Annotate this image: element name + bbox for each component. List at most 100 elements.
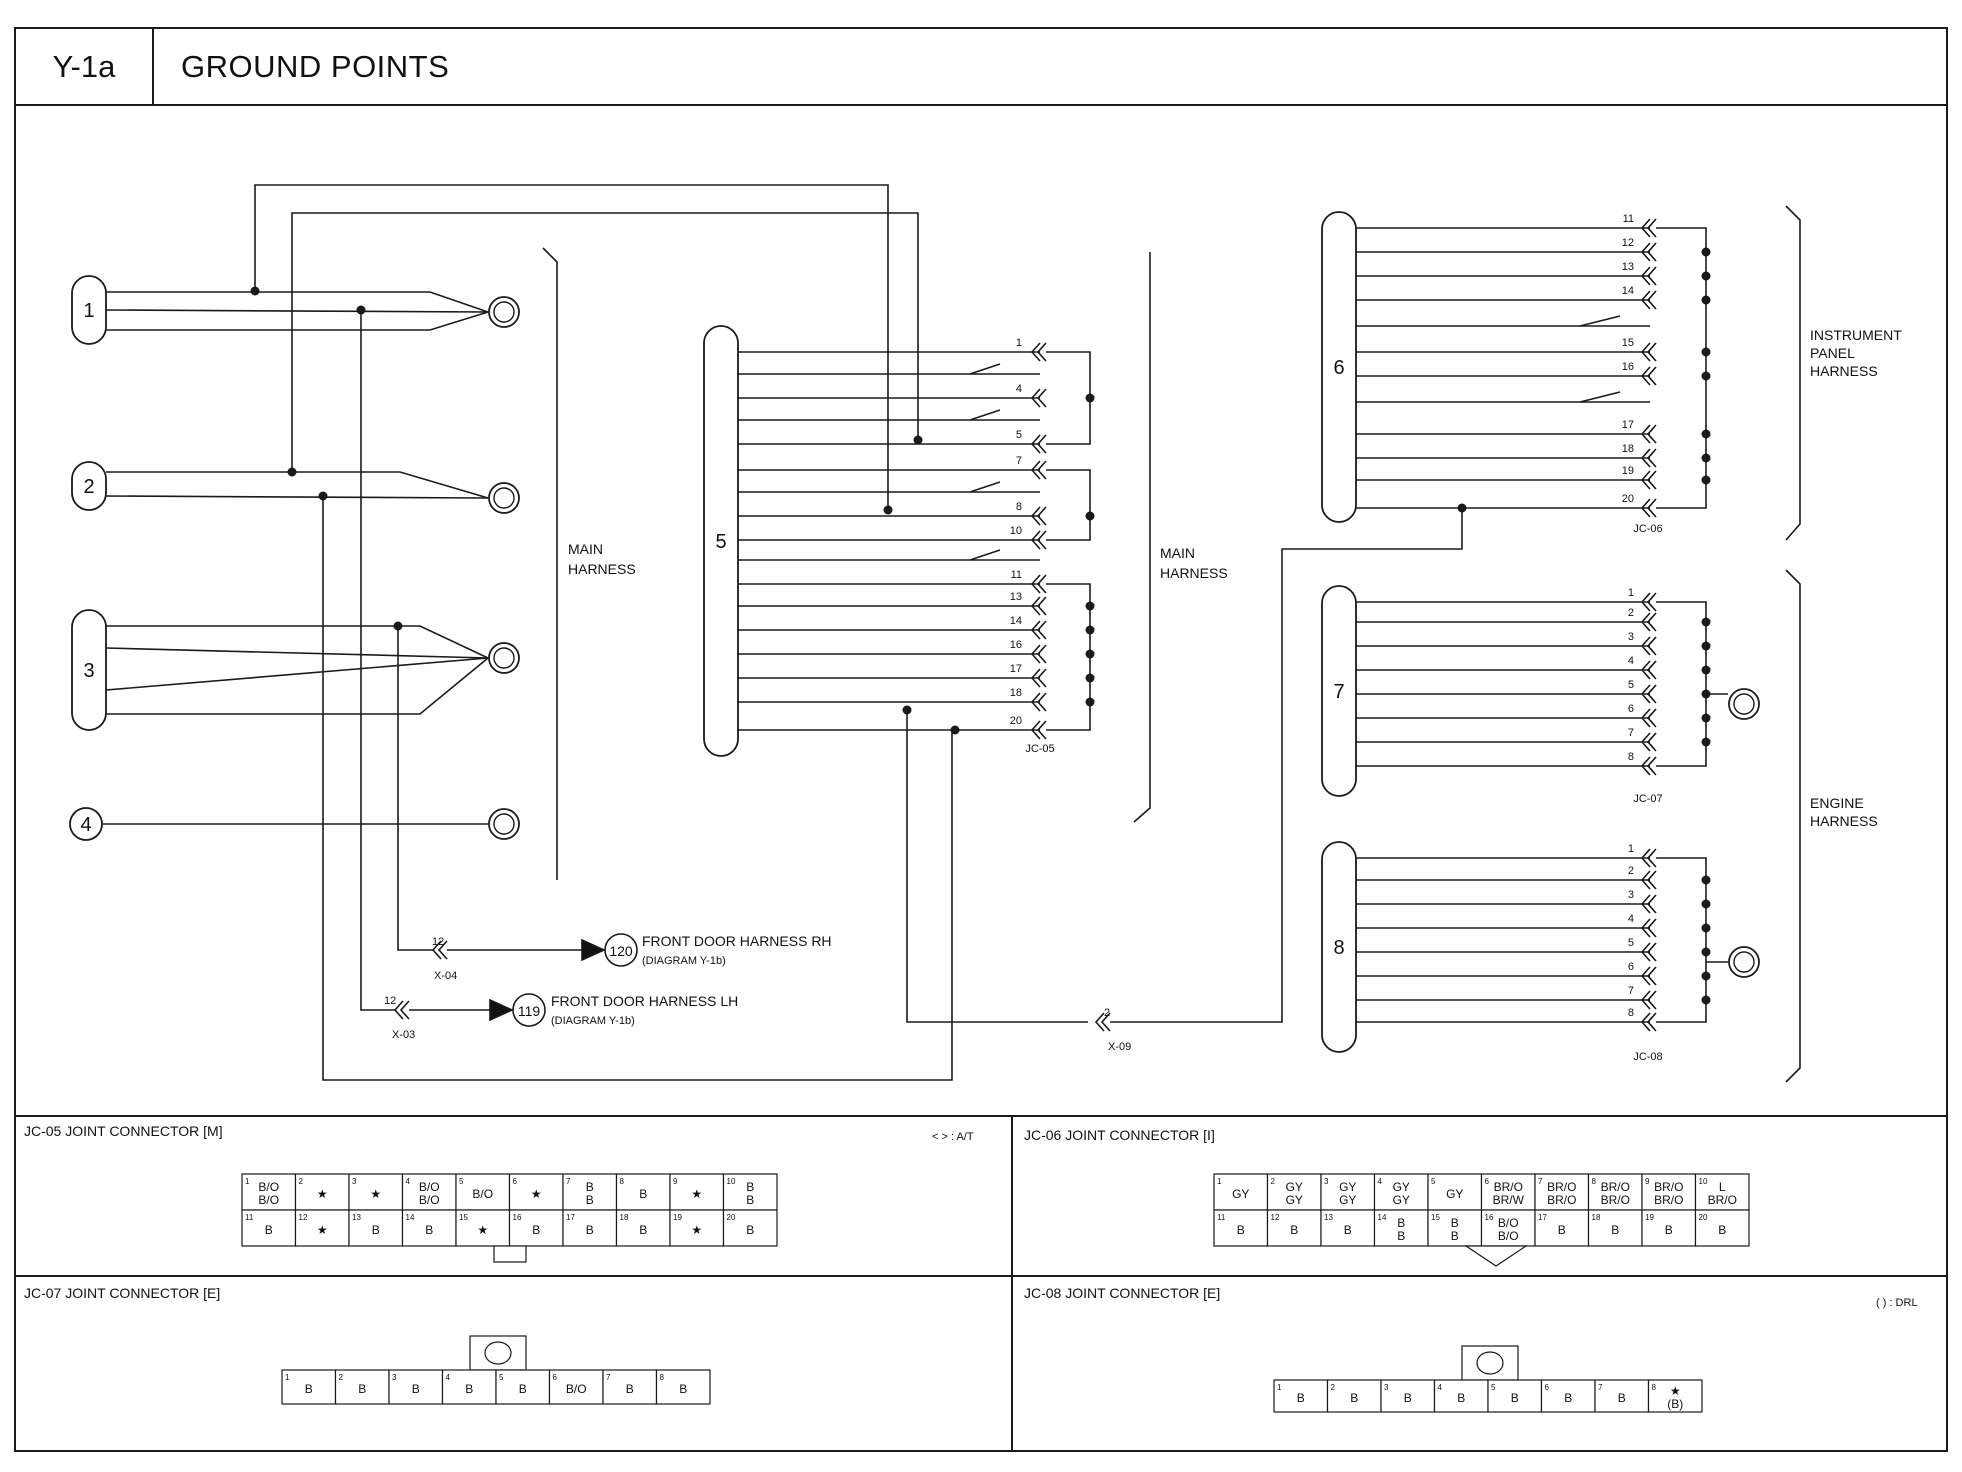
jc06-connector-cell-text: BR/O <box>1601 1180 1630 1194</box>
jc05-pin-number: 11 <box>1011 569 1022 581</box>
jc05-connector-cell-text: ★ <box>691 1223 702 1237</box>
jc07-connector-cell-number: 7 <box>606 1373 611 1382</box>
junction-dot <box>1701 371 1711 381</box>
jc06-connector-cell <box>1427 1173 1483 1211</box>
jc06-connector-cell-number: 3 <box>1324 1177 1329 1186</box>
jc05-pin-chevron-icon <box>1030 644 1047 664</box>
jc05-pin-chevron-icon <box>1030 574 1047 594</box>
jc08-pin-chevron-icon <box>1640 1012 1657 1032</box>
junction-dot <box>1701 689 1711 699</box>
junction-dot <box>1701 875 1711 885</box>
jc07-connector-cell-text: B <box>412 1382 420 1396</box>
jc06-connector-cell <box>1373 1173 1429 1211</box>
jc06-connector-cell-text: BR/O <box>1547 1193 1576 1207</box>
jc06-pin-number: 20 <box>1622 493 1634 505</box>
wire-s3-b <box>105 647 489 659</box>
jc07-pin-number: 8 <box>1628 751 1634 763</box>
jc06-connector-cell <box>1480 1173 1536 1211</box>
wire-to-x04 <box>397 626 433 951</box>
jc05-connector-cell <box>455 1209 511 1247</box>
jc06-connector-cell-text: BR/O <box>1547 1180 1576 1194</box>
jc05-cross <box>969 549 1001 561</box>
jc05-connector-cell-text: B/O <box>419 1193 440 1207</box>
jc08-pin-number: 8 <box>1628 1007 1634 1019</box>
jc07-connector-cell <box>602 1369 658 1405</box>
jc07-pin-number: 6 <box>1628 703 1634 715</box>
jc06-connector-cell-number: 14 <box>1378 1213 1387 1222</box>
junction-dot <box>250 286 260 296</box>
jc06-pin-chevron-icon <box>1640 266 1657 286</box>
jc05-connector-cell-text: B <box>746 1223 754 1237</box>
jc06-pin-chevron-icon <box>1640 424 1657 444</box>
junction-dot <box>1701 665 1711 675</box>
jc05-connector-cell <box>669 1209 725 1247</box>
jc05-connector-cell-number: 1 <box>245 1177 250 1186</box>
jc05-pin-number: 14 <box>1010 615 1022 627</box>
jc06-pin-number: 17 <box>1622 419 1634 431</box>
splice-3-label: 3 <box>83 660 94 682</box>
jc05-connector-cell-text: B <box>746 1180 754 1194</box>
jc05-connector-latch-icon <box>493 1245 527 1263</box>
junction-dot <box>287 467 297 477</box>
jc06-tag: JC-06 <box>1633 523 1662 535</box>
jc06-connector-key-icon <box>1464 1245 1528 1267</box>
jc07-connector-cell-text: B <box>305 1382 313 1396</box>
jc08-connector-hole-icon <box>1476 1351 1504 1375</box>
junction-dot <box>1701 453 1711 463</box>
jc07-pin-number: 7 <box>1628 727 1634 739</box>
jc05-connector-cell <box>508 1209 564 1247</box>
jc06-connector-cell-number: 10 <box>1699 1177 1708 1186</box>
jc07-connector-cell <box>281 1369 337 1405</box>
jc06-connector-cell-text: B <box>1290 1223 1298 1237</box>
main-harness-1-line1: MAIN <box>568 541 603 557</box>
jc05-connector-cell-text: B <box>265 1223 273 1237</box>
junction-dot <box>1701 429 1711 439</box>
engine-harness-bracket <box>1785 569 1801 1083</box>
jc07-pin-chevron-icon <box>1640 732 1657 752</box>
jc05-connector-cell-text: B <box>532 1223 540 1237</box>
x09-pin: 2 <box>1104 1007 1110 1019</box>
jc05-connector-title: JC-05 JOINT CONNECTOR [M] <box>24 1123 223 1139</box>
jc05-pin-chevron-icon <box>1030 388 1047 408</box>
jc05-connector-cell <box>241 1209 297 1247</box>
junction-dots <box>250 247 1711 1005</box>
jc05-connector-cell-text: ★ <box>531 1187 542 1201</box>
wire-s1-a <box>106 291 489 313</box>
wire-to-x09 <box>906 710 1088 1023</box>
jc08-pin-chevron-icon <box>1640 870 1657 890</box>
jc05-connector-cell-number: 10 <box>727 1177 736 1186</box>
jc05-connector-cell-text: ★ <box>370 1187 381 1201</box>
jc06-connector-cell-text: BR/O <box>1601 1193 1630 1207</box>
jc05-connector-cell-number: 8 <box>620 1177 625 1186</box>
junction-dot <box>1701 713 1711 723</box>
junction-dot <box>1085 697 1095 707</box>
jc06-connector-cell-text: B <box>1451 1216 1459 1230</box>
ref-120-title: FRONT DOOR HARNESS RH <box>642 933 832 949</box>
jc08-connector-cell-text: B <box>1404 1391 1412 1405</box>
jc06-cross <box>1579 315 1621 327</box>
jc07-connector-cell-text: B <box>519 1382 527 1396</box>
jc07-pin-chevron-icon <box>1640 660 1657 680</box>
jc05-connector-cell-text: B/O <box>258 1193 279 1207</box>
jc06-connector-cell-text: GY <box>1286 1193 1303 1207</box>
main-harness-2-line1: MAIN <box>1160 545 1195 561</box>
jc08-pin-chevron-icon <box>1640 848 1657 868</box>
splice-1-label: 1 <box>83 300 94 322</box>
wire-top-a <box>254 184 889 510</box>
jc05-connector-cell-text: ★ <box>477 1223 488 1237</box>
jc05-pin-chevron-icon <box>1030 620 1047 640</box>
jc06-connector-cell-text: B <box>1558 1223 1566 1237</box>
jc07-pin-number: 1 <box>1628 587 1634 599</box>
jc05-connector-cell <box>294 1173 350 1211</box>
jc06-connector-cell-number: 7 <box>1538 1177 1543 1186</box>
splice-7-label: 7 <box>1333 681 1344 703</box>
jc07-connector-cell-text: B <box>626 1382 634 1396</box>
jc05-connector-cell-number: 6 <box>513 1177 518 1186</box>
junction-dot <box>1701 641 1711 651</box>
splice-2-label: 2 <box>83 476 94 498</box>
junction-dot <box>1701 923 1711 933</box>
jc08-connector-cell <box>1273 1379 1329 1413</box>
x03-name: X-03 <box>392 1029 415 1041</box>
junction-dot <box>913 435 923 445</box>
